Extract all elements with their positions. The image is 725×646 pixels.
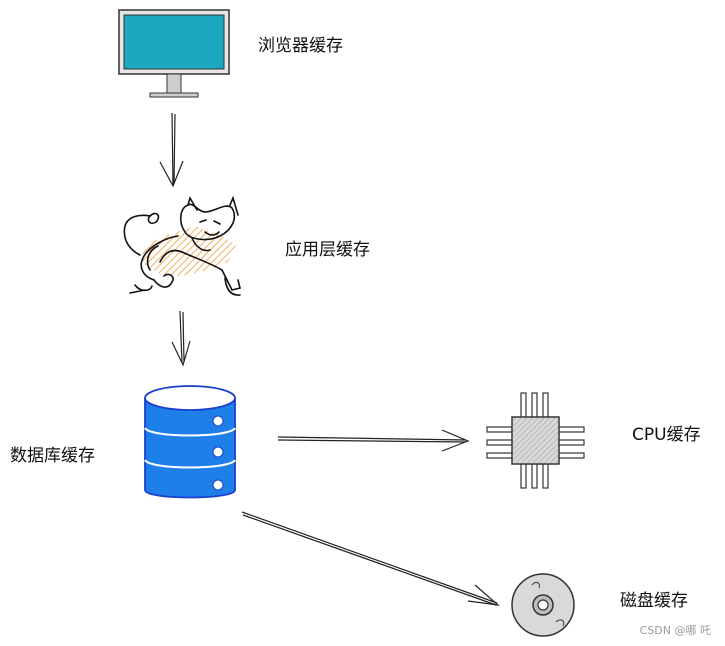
disk-icon	[511, 573, 575, 637]
disk-cache-label: 磁盘缓存	[620, 591, 688, 611]
monitor-icon	[118, 9, 230, 98]
arrow-database-to-cpu	[277, 429, 470, 452]
application-cache-label: 应用层缓存	[285, 240, 370, 260]
arrow-application-to-database	[171, 310, 191, 367]
tomcat-cat-icon	[123, 195, 241, 296]
watermark: CSDN @哪 吒	[639, 624, 711, 637]
cpu-cache-label: CPU缓存	[632, 425, 701, 445]
database-server-icon	[144, 385, 236, 499]
arrow-database-to-disk	[241, 511, 500, 606]
database-cache-label: 数据库缓存	[10, 446, 95, 466]
cpu-chip-icon	[486, 392, 585, 489]
browser-cache-label: 浏览器缓存	[258, 36, 343, 56]
arrow-browser-to-application	[159, 112, 184, 188]
